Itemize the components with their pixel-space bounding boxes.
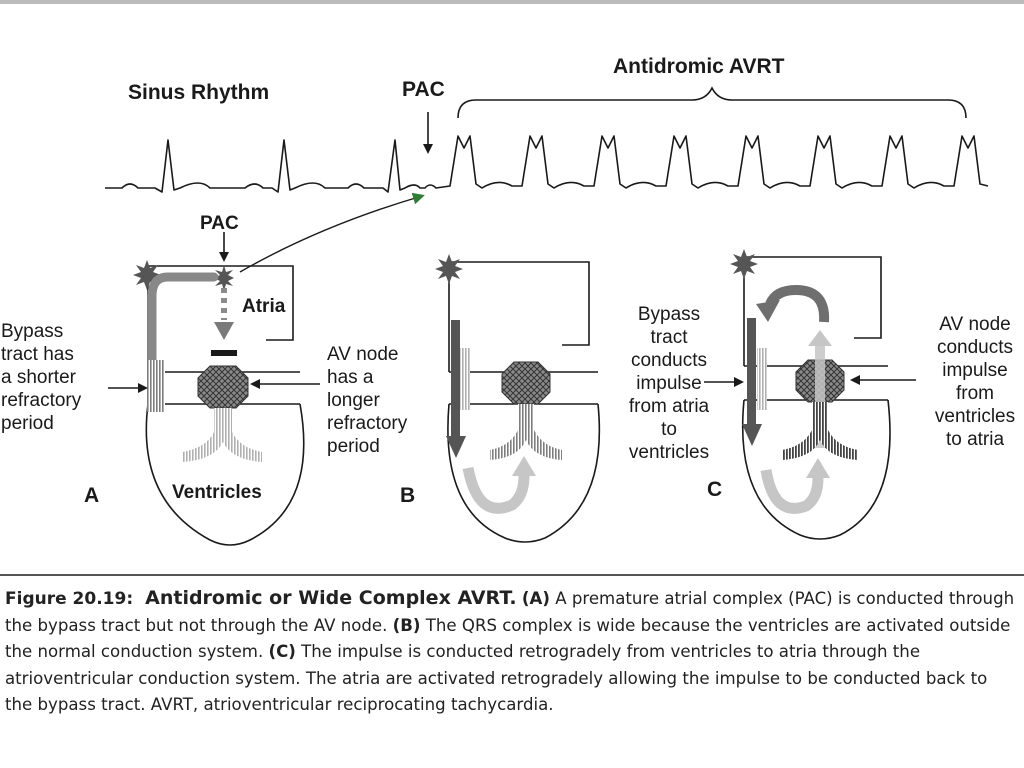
pac-link-arrow-icon: [239, 192, 425, 273]
caption-text-b: The QRS complex is wide because the vent…: [5, 615, 1011, 662]
atria-label: Atria: [242, 296, 286, 317]
figure-divider: [0, 574, 1024, 576]
panel-a: [108, 232, 320, 546]
avrt-brace: [457, 86, 967, 119]
caption-number: Figure 20.19:: [5, 589, 134, 609]
ecg-trace: [105, 135, 989, 193]
panel-letter-b: B: [400, 484, 416, 507]
ventricles-label: Ventricles: [172, 482, 262, 503]
figure-caption: Figure 20.19: Antidromic or Wide Complex …: [5, 585, 1017, 719]
top-rule: [0, 0, 1024, 4]
panel-b: [435, 254, 601, 543]
pac-top-label: PAC: [402, 78, 445, 101]
panel-letter-c: C: [707, 478, 723, 501]
sinus-node-star-icon: [435, 254, 463, 284]
caption-letter-a: (A): [521, 589, 550, 608]
sinus-rhythm-label: Sinus Rhythm: [128, 81, 270, 104]
panel-letter-a: A: [84, 484, 100, 507]
caption-letter-c: (C): [268, 642, 296, 661]
octagon-av-node-icon: [197, 365, 249, 409]
caption-text-a: A premature atrial complex (PAC) is cond…: [5, 589, 1015, 635]
bypass-a-text: Bypass tract has a shorter refractory pe…: [1, 321, 82, 434]
caption-letter-b: (B): [392, 615, 421, 635]
bypass-b-text: Bypass tract conducts impulse from atria…: [628, 304, 710, 463]
avrt-diagram: [105, 86, 989, 546]
pac-star-icon: [214, 265, 234, 291]
sinus-node-star-icon: [730, 249, 758, 279]
av-node-c-text: AV node conducts impulse from ventricles…: [934, 314, 1016, 450]
caption-title: Antidromic or Wide Complex AVRT.: [145, 587, 517, 609]
pac-a-label: PAC: [200, 213, 239, 234]
panel-c: [704, 249, 916, 540]
av-node-a-text: AV node has a longer refractory period: [327, 344, 408, 457]
chart-title: Antidromic AVRT: [613, 55, 785, 78]
caption-text-c: The impulse is conducted retrogradely fr…: [5, 642, 988, 714]
